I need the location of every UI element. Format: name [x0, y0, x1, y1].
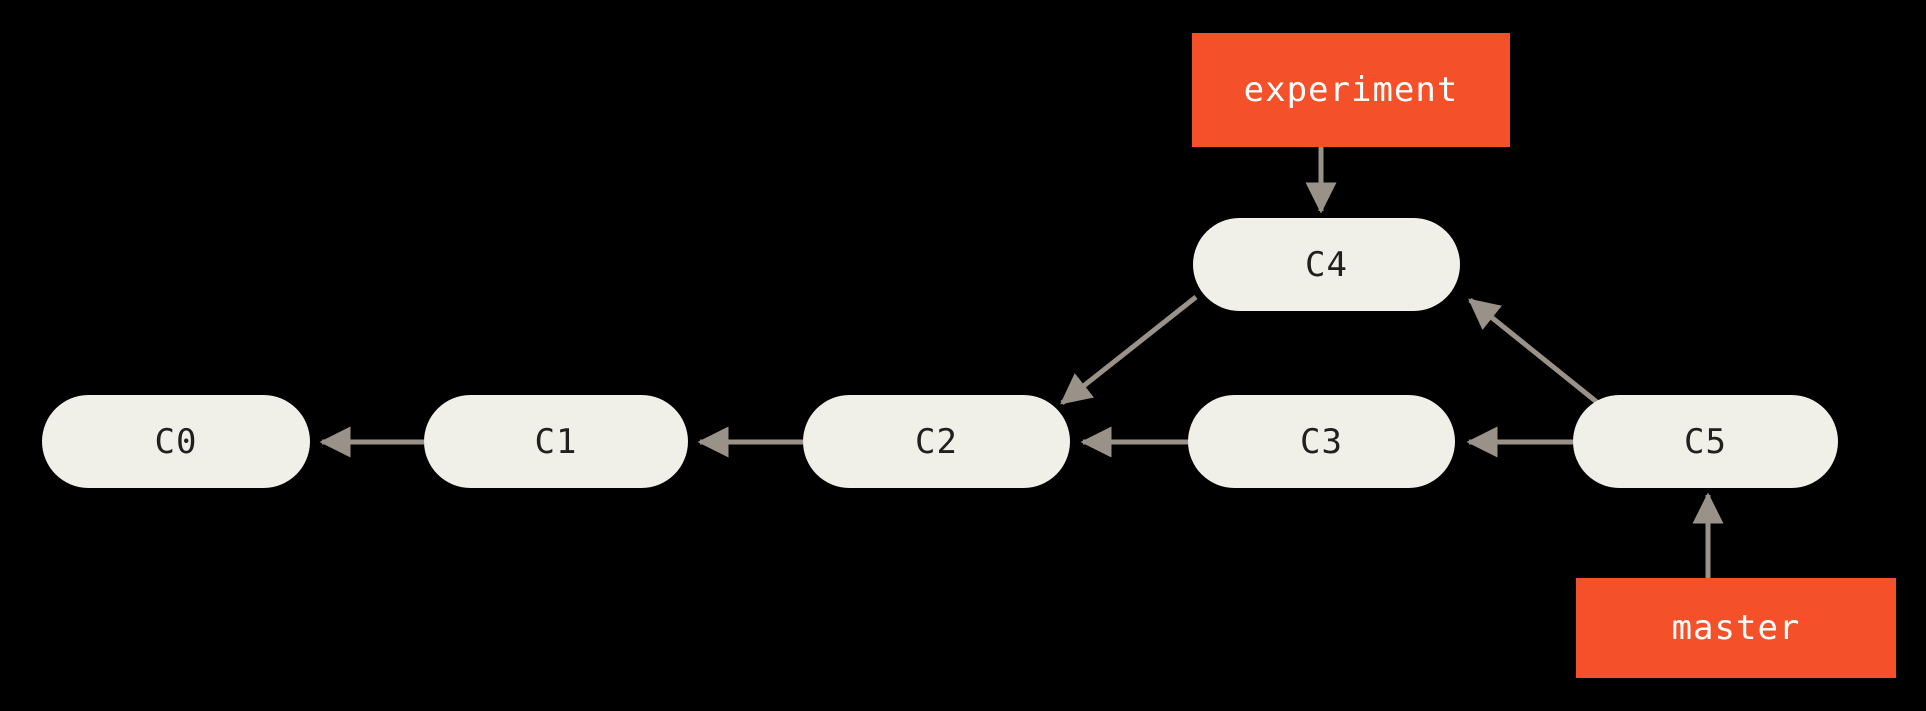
branch-label-text: experiment [1243, 70, 1459, 110]
commit-label: C5 [1684, 421, 1727, 462]
commit-label: C2 [915, 421, 958, 462]
edge-c5-to-c4 [1468, 298, 1600, 405]
branch-label-experiment[interactable]: experiment [1192, 33, 1510, 147]
commit-label: C0 [154, 421, 198, 462]
commit-node-c1[interactable]: C1 [424, 395, 688, 488]
edge-c4-to-c2 [1060, 295, 1198, 405]
commit-node-c2[interactable]: C2 [803, 395, 1070, 488]
commit-node-c5[interactable]: C5 [1573, 395, 1838, 488]
branch-label-text: master [1671, 608, 1801, 648]
commit-node-c3[interactable]: C3 [1188, 395, 1455, 488]
commit-node-c4[interactable]: C4 [1193, 218, 1460, 311]
branch-label-master[interactable]: master [1576, 578, 1896, 678]
commit-label: C4 [1305, 244, 1348, 285]
commit-node-c0[interactable]: C0 [42, 395, 310, 488]
commit-label: C1 [534, 421, 578, 462]
commit-label: C3 [1300, 421, 1343, 462]
